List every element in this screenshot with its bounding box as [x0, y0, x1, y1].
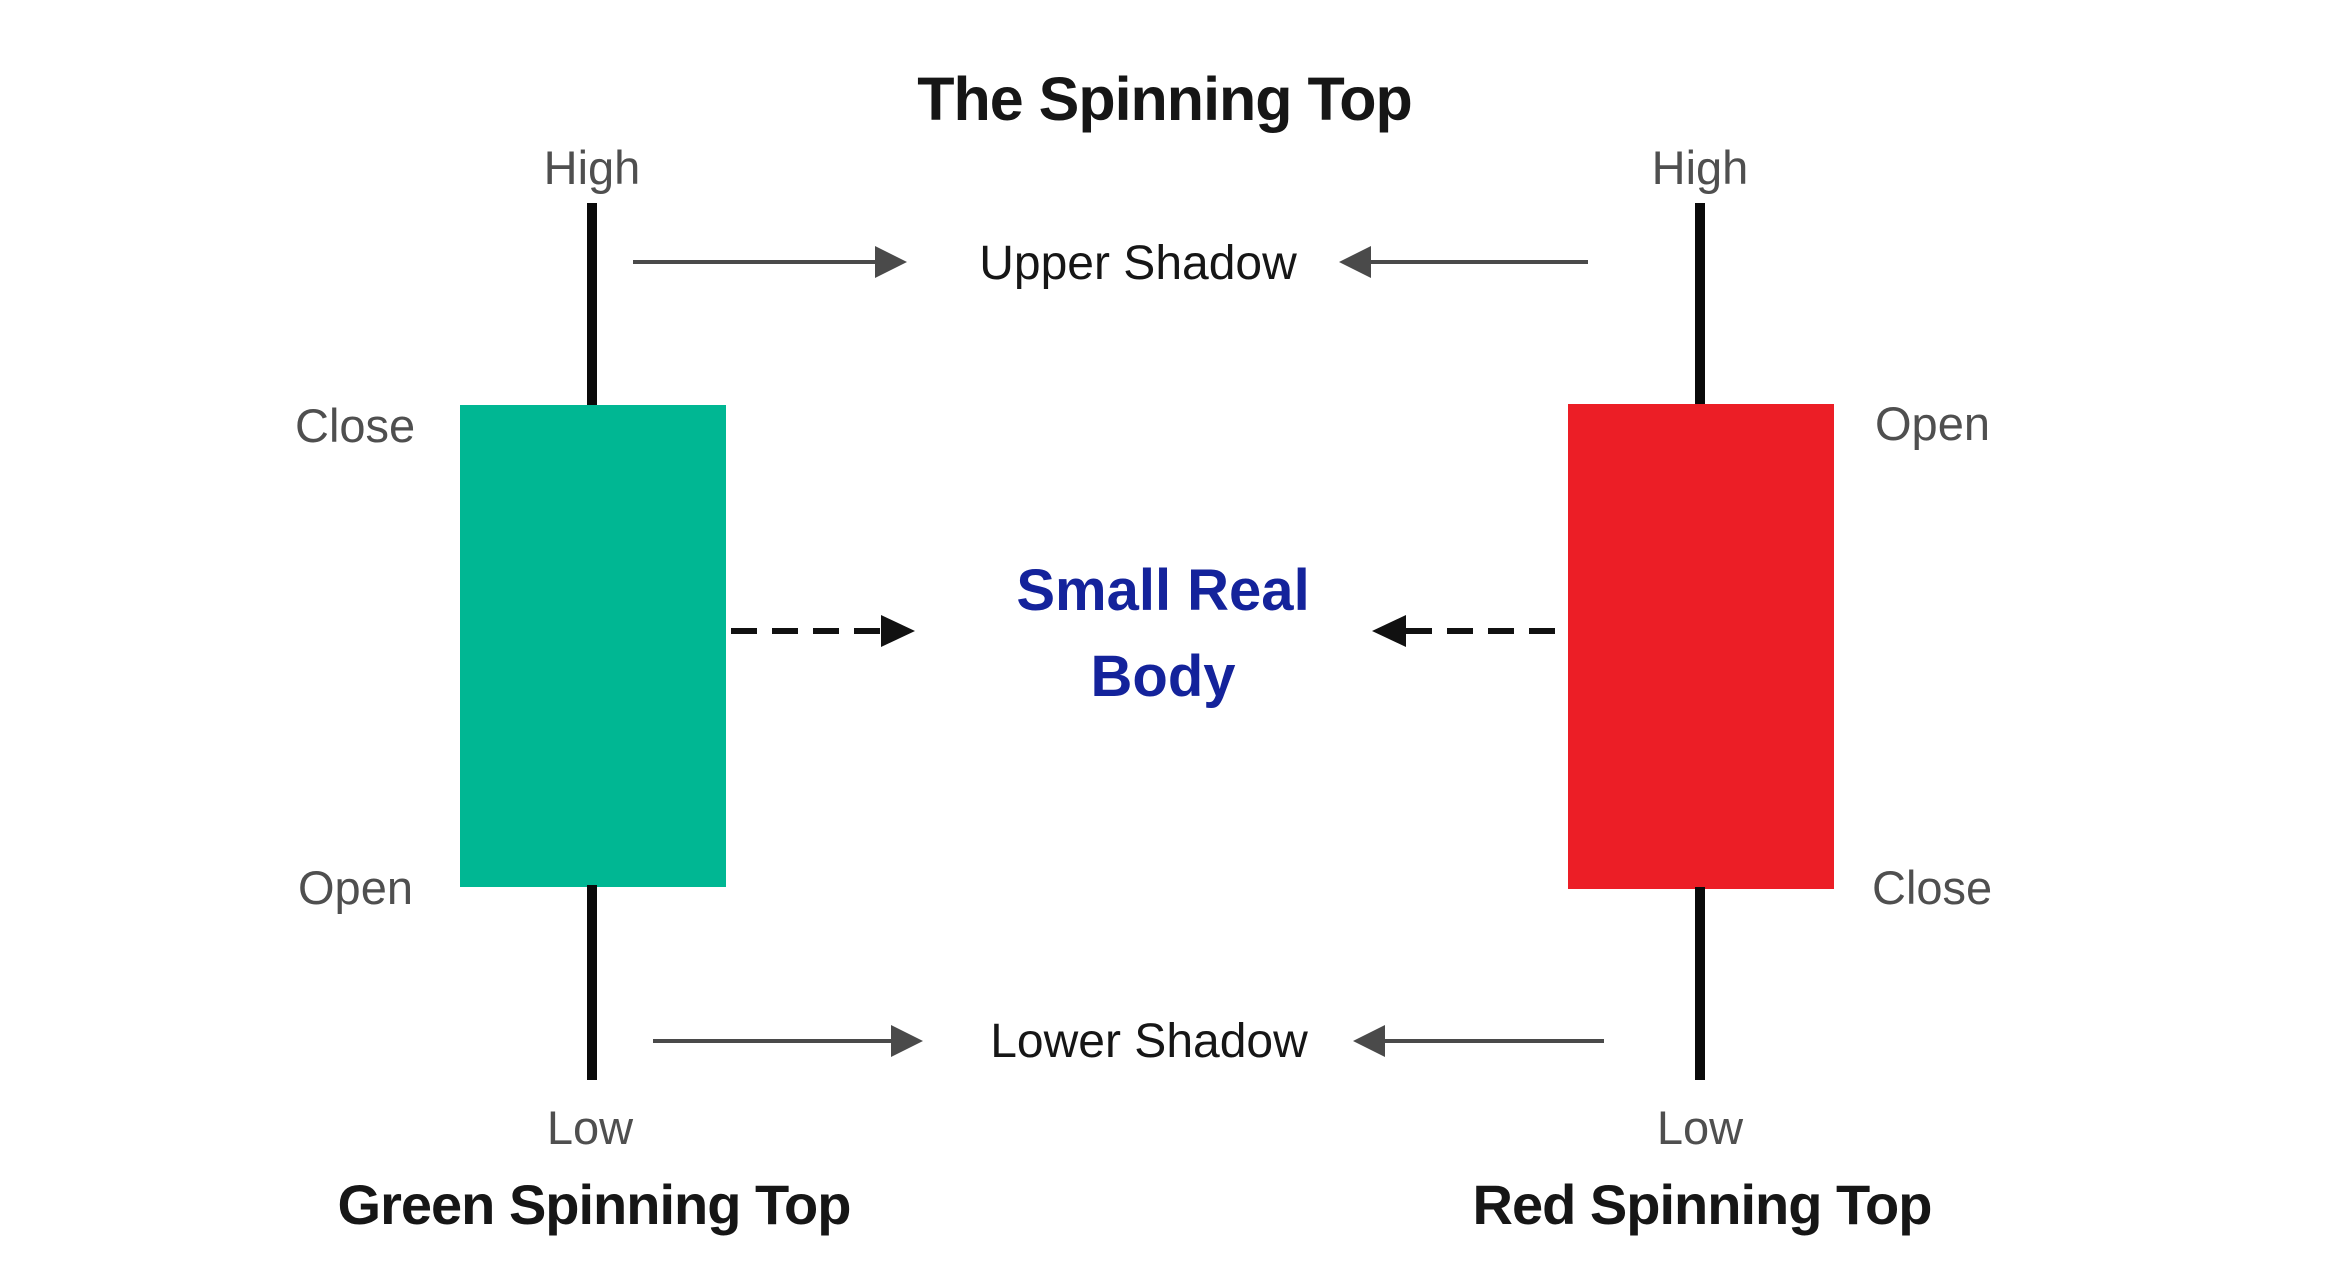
green-candle-body [460, 405, 726, 887]
right-lower-wick [1695, 887, 1705, 1080]
left-high-label: High [543, 141, 641, 194]
small-body-left-dashed-line [731, 628, 881, 634]
small-body-left-arrowhead-icon [881, 615, 915, 647]
right-high-label: High [1651, 141, 1749, 194]
left-open-label: Open [298, 861, 413, 914]
small-real-body-line2: Body [1090, 643, 1236, 709]
upper-shadow-right-arrowhead-icon [1339, 246, 1371, 278]
small-real-body-label: Small Real Body [1016, 548, 1309, 720]
upper-shadow-label: Upper Shadow [979, 237, 1297, 290]
upper-shadow-left-arrow-line [633, 260, 875, 264]
left-low-label: Low [546, 1101, 634, 1154]
small-body-right-dashed-line [1406, 628, 1557, 634]
upper-shadow-left-arrowhead-icon [875, 246, 907, 278]
green-candle-caption: Green Spinning Top [337, 1173, 852, 1236]
lower-shadow-left-arrowhead-icon [891, 1025, 923, 1057]
small-body-right-arrowhead-icon [1372, 615, 1406, 647]
left-upper-wick [587, 203, 597, 409]
right-low-label: Low [1656, 1101, 1744, 1154]
diagram-title: The Spinning Top [917, 65, 1413, 133]
right-close-label: Close [1872, 861, 1993, 914]
red-candle-caption: Red Spinning Top [1472, 1173, 1933, 1236]
red-candle-body [1568, 404, 1834, 889]
lower-shadow-right-arrowhead-icon [1353, 1025, 1385, 1057]
lower-shadow-right-arrow-line [1385, 1039, 1604, 1043]
upper-shadow-right-arrow-line [1371, 260, 1588, 264]
left-lower-wick [587, 885, 597, 1080]
left-close-label: Close [295, 399, 416, 452]
lower-shadow-label: Lower Shadow [990, 1015, 1308, 1068]
right-open-label: Open [1875, 397, 1990, 450]
lower-shadow-left-arrow-line [653, 1039, 891, 1043]
small-real-body-line1: Small Real [1016, 558, 1310, 623]
right-upper-wick [1695, 203, 1705, 408]
